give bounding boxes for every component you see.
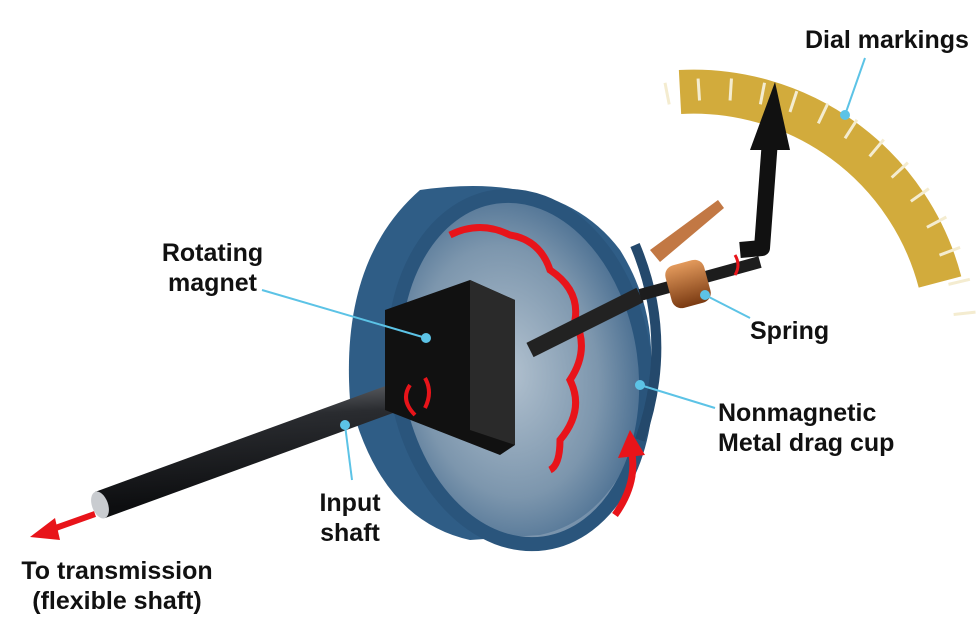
cup-spindle xyxy=(526,287,644,358)
dial-tick xyxy=(953,310,976,316)
label-spring: Spring xyxy=(750,317,830,345)
label-rotating-magnet: Rotating magnet xyxy=(155,238,270,298)
label-line: (flexible shaft) xyxy=(32,587,202,615)
rotating-magnet xyxy=(385,280,515,455)
label-line: Metal drag cup xyxy=(718,429,895,457)
leader-lines xyxy=(261,57,866,481)
label-dial-markings: Dial markings xyxy=(805,26,969,54)
dial-scale xyxy=(663,69,976,316)
dial-tick xyxy=(948,277,971,286)
label-line: To transmission xyxy=(21,557,213,585)
rotation-arrow-icon xyxy=(618,430,645,458)
label-line: Nonmagnetic xyxy=(718,399,877,427)
label-line: shaft xyxy=(320,519,380,547)
dial-tick xyxy=(728,78,733,101)
dial-tick xyxy=(663,82,671,105)
dial-tick xyxy=(938,245,961,257)
dial-tick xyxy=(926,215,948,229)
dial-tick xyxy=(843,118,859,140)
label-line: magnet xyxy=(168,269,257,297)
dial-tick xyxy=(758,82,767,105)
dial-tick xyxy=(788,90,799,113)
pointer-needle xyxy=(739,82,790,258)
dial-tick xyxy=(868,138,885,158)
label-line: Input xyxy=(319,489,381,517)
dial-tick xyxy=(910,187,930,203)
direction-arrow-icon xyxy=(30,518,60,540)
spring xyxy=(650,200,740,309)
label-input-shaft: Input shaft xyxy=(310,488,390,548)
label-drag-cup: Nonmagnetic Metal drag cup xyxy=(718,398,894,458)
dial-tick xyxy=(816,102,830,125)
label-line: Rotating xyxy=(161,239,264,267)
dial-arc xyxy=(678,69,962,288)
dial-tick xyxy=(890,161,909,179)
dial-tick xyxy=(696,78,702,101)
label-transmission: To transmission (flexible shaft) xyxy=(12,556,222,616)
